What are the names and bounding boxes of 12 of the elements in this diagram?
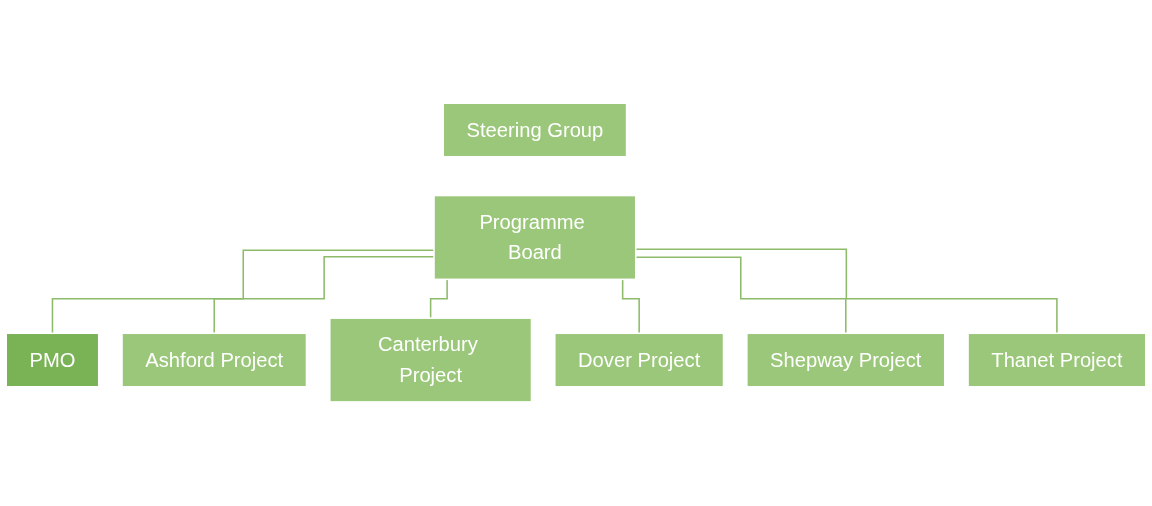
- node-box: Canterbury Project: [329, 317, 533, 404]
- node-box: Steering Group: [442, 102, 628, 158]
- node-box: Shepway Project: [746, 332, 946, 388]
- connector: [635, 256, 847, 335]
- connector: [51, 249, 435, 335]
- node-box: PMO: [5, 332, 100, 388]
- node-box: Dover Project: [554, 332, 725, 388]
- connector: [635, 248, 1058, 335]
- connector: [213, 256, 435, 335]
- node-box: Ashford Project: [121, 332, 308, 388]
- node-box: Thanet Project: [967, 332, 1147, 388]
- node-box: Programme Board: [433, 195, 637, 281]
